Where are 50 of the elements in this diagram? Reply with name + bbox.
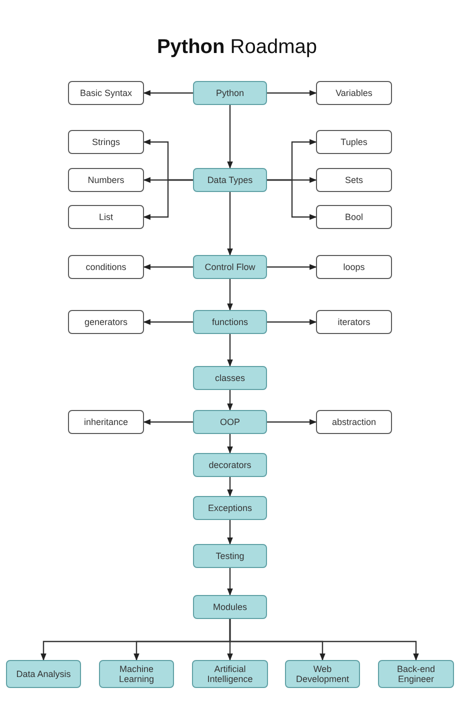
topic-box: Data Analysis: [6, 660, 81, 688]
arrow: [227, 105, 233, 169]
topic-box: Exceptions: [193, 496, 267, 520]
arrow: [227, 520, 233, 545]
subtopic-box: Variables: [316, 81, 392, 105]
subtopic-box: Bool: [316, 205, 392, 229]
arrow: [267, 419, 317, 425]
arrow: [227, 434, 233, 454]
arrow: [227, 568, 233, 596]
arrow: [227, 279, 233, 311]
subtopic-box: Tuples: [316, 130, 392, 154]
arrow: [227, 390, 233, 411]
subtopic-box: conditions: [68, 255, 144, 279]
topic-box: Python: [193, 81, 267, 105]
subtopic-box: Basic Syntax: [68, 81, 144, 105]
topic-box: classes: [193, 366, 267, 390]
subtopic-box: loops: [316, 255, 392, 279]
arrow: [227, 334, 233, 367]
topic-box: Back-end Engineer: [378, 660, 454, 688]
topic-box: Control Flow: [193, 255, 267, 279]
subtopic-box: Numbers: [68, 168, 144, 192]
topic-box: decorators: [193, 453, 267, 477]
subtopic-box: Strings: [68, 130, 144, 154]
topic-box: OOP: [193, 410, 267, 434]
arrow: [267, 264, 317, 270]
subtopic-box: iterators: [316, 310, 392, 334]
topic-box: Artificial Intelligence: [192, 660, 268, 688]
topic-box: Web Development: [285, 660, 360, 688]
subtopic-box: generators: [68, 310, 144, 334]
arrow: [143, 179, 193, 220]
subtopic-box: abstraction: [316, 410, 392, 434]
arrow: [143, 264, 193, 270]
subtopic-box: inheritance: [68, 410, 144, 434]
arrow: [143, 319, 193, 325]
diagram-title: Python Roadmap: [156, 36, 318, 59]
topic-box: Testing: [193, 544, 267, 568]
topic-box: Machine Learning: [99, 660, 174, 688]
subtopic-box: Sets: [316, 168, 392, 192]
arrow: [227, 192, 233, 256]
topic-box: Data Types: [193, 168, 267, 192]
subtopic-box: List: [68, 205, 144, 229]
arrow: [267, 90, 317, 96]
arrow: [267, 319, 317, 325]
arrow: [227, 477, 233, 497]
arrow: [143, 90, 193, 96]
topic-box: functions: [193, 310, 267, 334]
arrow: [267, 179, 317, 220]
topic-box: Modules: [193, 595, 267, 619]
arrow: [229, 619, 419, 661]
arrow: [143, 419, 193, 425]
